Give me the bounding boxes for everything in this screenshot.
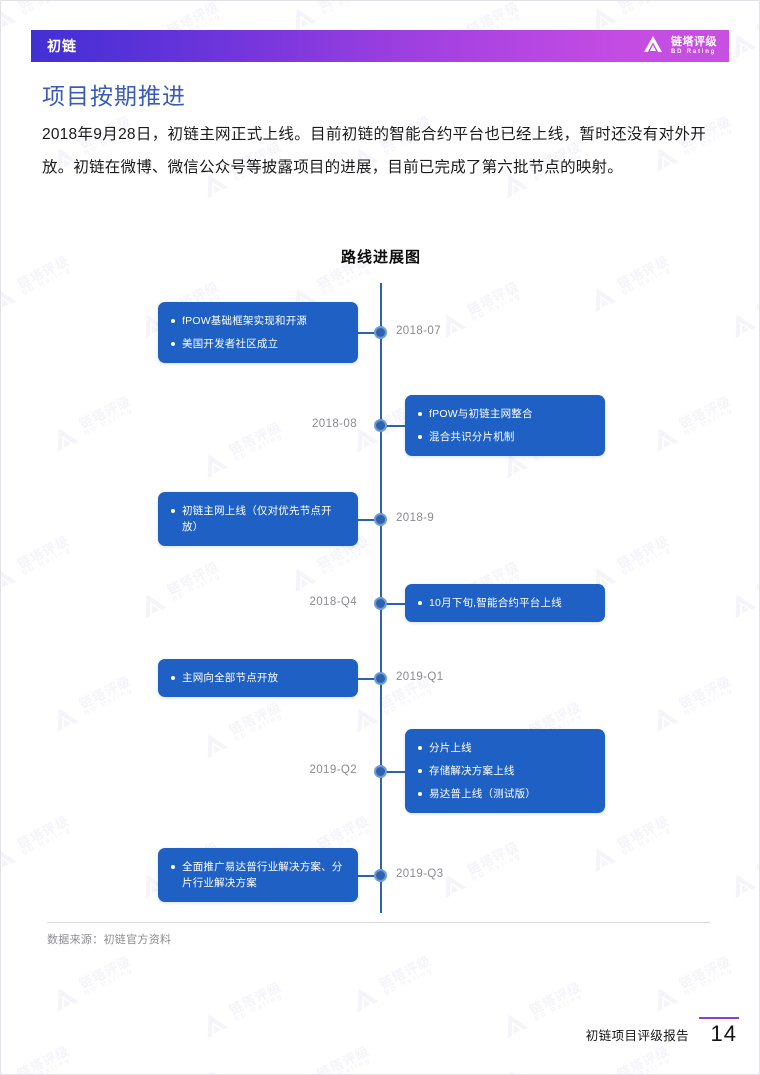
timeline-card[interactable]: 初链主网上线（仅对优先节点开放） bbox=[158, 492, 358, 546]
watermark-mountain-icon bbox=[580, 1068, 622, 1075]
section-paragraph: 2018年9月28日，初链主网正式上线。目前初链的智能合约平台也已经上线，暂时还… bbox=[42, 126, 706, 176]
footer-label: 初链项目评级报告 bbox=[585, 1029, 689, 1043]
footer-page-number: 14 bbox=[710, 1021, 737, 1046]
timeline-dot bbox=[374, 419, 387, 432]
watermark-mountain-icon bbox=[0, 1068, 22, 1075]
timeline-card[interactable]: fPOW与初链主网整合混合共识分片机制 bbox=[405, 394, 605, 456]
timeline-item: fPOW与初链主网整合 bbox=[418, 406, 591, 422]
timeline-item: 分片上线 bbox=[418, 740, 591, 756]
timeline-item-label: 存储解决方案上线 bbox=[429, 765, 515, 777]
timeline-dot bbox=[374, 326, 387, 339]
timeline-card[interactable]: 主网向全部节点开放 bbox=[158, 659, 358, 697]
timeline-item-label: 全面推广易达普行业解决方案、分片行业解决方案 bbox=[182, 861, 343, 889]
bullet-icon bbox=[418, 792, 422, 796]
watermark-mountain-icon bbox=[57, 988, 79, 1013]
bullet-icon bbox=[418, 434, 422, 439]
timeline-item: 全面推广易达普行业解决方案、分片行业解决方案 bbox=[171, 859, 344, 891]
timeline-item-label: fPOW与初链主网整合 bbox=[429, 407, 533, 420]
timeline-connector bbox=[380, 603, 406, 605]
timeline-card[interactable]: fPOW基础框架实现和开源美国开发者社区成立 bbox=[158, 301, 358, 363]
timeline-connector bbox=[356, 875, 382, 877]
timeline-item: 美国开发者社区成立 bbox=[171, 336, 344, 352]
timeline-date-label: 2018-Q4 bbox=[309, 596, 357, 608]
timeline-item-label: 分片上线 bbox=[429, 742, 472, 754]
timeline-date-label: 2019-Q1 bbox=[396, 671, 444, 683]
bullet-icon bbox=[171, 676, 175, 680]
bullet-icon bbox=[171, 318, 175, 323]
bullet-icon bbox=[418, 601, 422, 605]
timeline-item-label: 初链主网上线（仅对优先节点开放） bbox=[182, 505, 332, 533]
source-text: 数据来源：初链官方资料 bbox=[47, 934, 172, 946]
chart-title: 路线进展图 bbox=[340, 249, 421, 266]
timeline-connector bbox=[356, 332, 382, 334]
header-logo-primary: 链塔评级 bbox=[671, 36, 717, 49]
timeline-connector bbox=[356, 519, 382, 521]
timeline-card[interactable]: 10月下旬,智能合约平台上线 bbox=[405, 584, 605, 622]
timeline-card[interactable]: 分片上线存储解决方案上线易达普上线（测试版） bbox=[405, 729, 605, 813]
timeline-date-label: 2019-Q3 bbox=[396, 868, 444, 880]
bullet-icon bbox=[171, 509, 175, 513]
timeline-dot bbox=[374, 672, 387, 685]
timeline-item-label: 混合共识分片机制 bbox=[429, 430, 515, 443]
roadmap-timeline: 2018-07 fPOW基础框架实现和开源美国开发者社区成立 2018-08 fPOW… bbox=[1, 283, 759, 913]
timeline-card[interactable]: 全面推广易达普行业解决方案、分片行业解决方案 bbox=[158, 848, 358, 902]
timeline-item: fPOW基础框架实现和开源 bbox=[171, 313, 344, 329]
source-divider bbox=[47, 922, 710, 923]
timeline-item-label: 美国开发者社区成立 bbox=[182, 337, 279, 350]
header-title: 初链 bbox=[47, 38, 77, 54]
mountain-m-logo-icon bbox=[640, 34, 666, 59]
timeline-dot bbox=[374, 869, 387, 882]
timeline-item: 初链主网上线（仅对优先节点开放） bbox=[171, 503, 344, 535]
timeline-item: 主网向全部节点开放 bbox=[171, 670, 344, 686]
timeline-connector bbox=[380, 425, 406, 427]
timeline-item-label: 10月下旬,智能合约平台上线 bbox=[429, 597, 562, 609]
timeline-item: 10月下旬,智能合约平台上线 bbox=[418, 595, 591, 611]
watermark-mountain-icon bbox=[357, 988, 379, 1013]
timeline-connector bbox=[380, 771, 406, 773]
timeline-date-label: 2018-07 bbox=[396, 325, 442, 337]
timeline-item: 易达普上线（测试版） bbox=[418, 786, 591, 802]
bullet-icon bbox=[418, 769, 422, 773]
timeline-dot bbox=[374, 513, 387, 526]
timeline-dot bbox=[374, 765, 387, 778]
header-logo: 链塔评级 BD Rating bbox=[640, 34, 717, 59]
page-header-bar: 初链 链塔评级 BD Rating bbox=[31, 30, 729, 62]
timeline-date-label: 2019-Q2 bbox=[309, 764, 357, 776]
timeline-date-label: 2018-9 bbox=[396, 512, 435, 524]
watermark-mountain-icon bbox=[657, 988, 679, 1013]
bullet-icon bbox=[418, 746, 422, 750]
bullet-icon bbox=[171, 341, 175, 346]
watermark-mountain-icon bbox=[1, 8, 17, 33]
footer-accent-rule bbox=[699, 1017, 739, 1019]
timeline-item: 混合共识分片机制 bbox=[418, 429, 591, 445]
timeline-item-label: 主网向全部节点开放 bbox=[182, 672, 279, 684]
bullet-icon bbox=[418, 411, 422, 416]
header-logo-text: 链塔评级 BD Rating bbox=[671, 37, 717, 55]
timeline-dot bbox=[374, 597, 387, 610]
timeline-item-label: fPOW基础框架实现和开源 bbox=[182, 314, 308, 327]
header-logo-secondary: BD Rating bbox=[671, 48, 717, 55]
page-footer: 初链项目评级报告 14 bbox=[1, 1013, 759, 1061]
bullet-icon bbox=[171, 865, 175, 869]
timeline-item: 存储解决方案上线 bbox=[418, 763, 591, 779]
timeline-item-label: 易达普上线（测试版） bbox=[429, 788, 536, 800]
timeline-date-label: 2018-08 bbox=[311, 418, 357, 430]
timeline-connector bbox=[356, 678, 382, 680]
watermark-mountain-icon bbox=[280, 1068, 322, 1075]
section-title: 项目按期推进 bbox=[42, 83, 186, 109]
